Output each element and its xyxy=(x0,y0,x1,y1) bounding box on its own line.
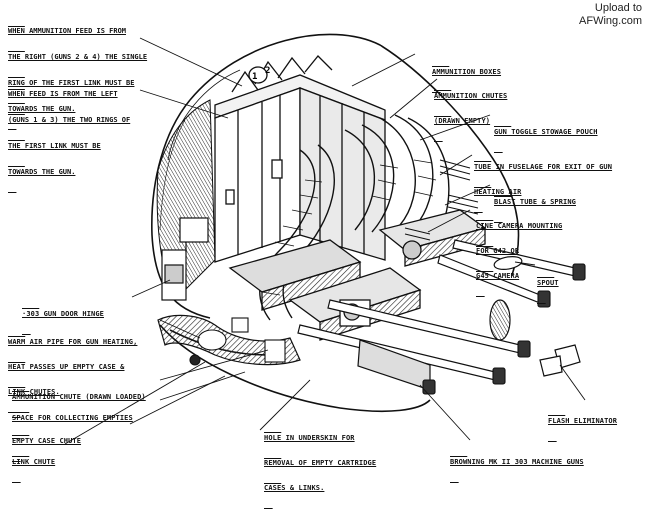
label-warm-air-text: WARM AIR PIPE FOR GUN HEATING, xyxy=(8,337,138,346)
label-ammunition-boxes: AMMUNITION BOXES xyxy=(432,51,501,93)
note-right-feed-line: THE RIGHT (GUNS 2 & 4) THE SINGLE xyxy=(8,52,148,61)
note-left-feed-line: THE FIRST LINK MUST BE xyxy=(8,141,101,150)
watermark: Upload to AFWing.com xyxy=(579,2,642,28)
label-gun-door-hinge: ·303 GUN DOOR HINGE xyxy=(22,293,104,335)
label-spout-text: SPOUT xyxy=(537,278,559,287)
label-link-chute: LINK CHUTE xyxy=(12,441,55,483)
label-hole-underskin-text: REMOVAL OF EMPTY CARTRIDGE xyxy=(264,459,377,468)
gun-bay-illustration: 1 2 xyxy=(64,33,586,445)
note-right-feed: WHEN AMMUNITION FEED IS FROM THE RIGHT (… xyxy=(8,10,147,130)
blast-tubes xyxy=(404,159,479,241)
label-browning-text: BROWNING MK II 303 MACHINE GUNS xyxy=(450,457,584,466)
label-gun-toggle-text: GUN TOGGLE STOWAGE POUCH xyxy=(494,127,598,136)
label-empty-case-chute: EMPTY CASE CHUTE xyxy=(12,420,81,462)
flash-eliminators xyxy=(422,263,586,395)
label-blast-tube-text: BLAST TUBE & SPRING xyxy=(494,197,576,206)
spout-and-muzzle xyxy=(489,256,581,377)
label-tube-fuselage-text: HEATING AIR xyxy=(474,188,522,197)
note-right-feed-line: RING OF THE FIRST LINK MUST BE xyxy=(8,78,135,87)
label-space-empties-text: SPACE FOR COLLECTING EMPTIES xyxy=(12,413,133,422)
label-gun-toggle-stowage-pouch: GUN TOGGLE STOWAGE POUCH xyxy=(494,111,598,153)
box-number-1: 1 xyxy=(252,72,257,82)
label-hole-in-underskin: HOLE IN UNDERSKIN FOR REMOVAL OF EMPTY C… xyxy=(264,417,376,509)
leader-lines xyxy=(64,37,586,445)
label-flash-eliminator: FLASH ELIMINATOR xyxy=(548,400,617,442)
note-left-feed-line: TOWARDS THE GUN. xyxy=(8,167,76,176)
box-number-2: 2 xyxy=(265,66,270,76)
note-right-feed-line: WHEN AMMUNITION FEED IS FROM xyxy=(8,27,127,36)
label-cine-camera: CINE CAMERA MOUNTING FOR G42 OR G45 CAME… xyxy=(476,205,562,297)
label-ammunition-chute-loaded: AMMUNITION CHUTE (DRAWN LOADED) xyxy=(12,376,146,418)
note-left-feed: WHEN FEED IS FROM THE LEFT (GUNS 1 & 3) … xyxy=(8,73,130,193)
ammunition-boxes xyxy=(214,55,386,263)
label-hole-underskin-text: HOLE IN UNDERSKIN FOR xyxy=(264,433,355,442)
label-cine-camera-text: FOR G42 OR xyxy=(476,247,520,256)
gun-door-hinge xyxy=(161,217,209,301)
label-warm-air-pipe: WARM AIR PIPE FOR GUN HEATING, HEAT PASS… xyxy=(8,321,137,413)
label-hole-underskin-text: CASES & LINKS. xyxy=(264,484,325,493)
label-browning-guns: BROWNING MK II 303 MACHINE GUNS xyxy=(450,441,584,483)
gun-barrels xyxy=(297,239,576,391)
label-chute-loaded-text: AMMUNITION CHUTE (DRAWN LOADED) xyxy=(12,392,146,401)
label-flash-eliminator-text: FLASH ELIMINATOR xyxy=(548,416,618,425)
label-link-chute-text: LINK CHUTE xyxy=(12,457,56,466)
label-ammunition-chutes-text: AMMUNITION CHUTES xyxy=(434,91,508,100)
note-left-feed-line: (GUNS 1 & 3) THE TWO RINGS OF xyxy=(8,115,131,124)
note-right-feed-line: TOWARDS THE GUN. xyxy=(8,104,76,113)
label-spout: SPOUT xyxy=(537,262,559,304)
label-space-for-empties: SPACE FOR COLLECTING EMPTIES xyxy=(12,397,133,439)
label-empty-case-chute-text: EMPTY CASE CHUTE xyxy=(12,436,82,445)
label-warm-air-text: HEAT PASSES UP EMPTY CASE & xyxy=(8,363,125,372)
label-tube-fuselage-text: TUBE IN FUSELAGE FOR EXIT OF GUN xyxy=(474,162,613,171)
diagram-canvas: 1 2 xyxy=(8,2,642,492)
label-cine-camera-text: CINE CAMERA MOUNTING xyxy=(476,221,563,230)
label-cine-camera-text: G45 CAMERA xyxy=(476,272,520,281)
label-gun-door-hinge-text: ·303 GUN DOOR HINGE xyxy=(22,309,104,318)
label-ammunition-chutes: AMMUNITION CHUTES (DRAWN EMPTY) xyxy=(434,75,507,142)
label-ammunition-chutes-text: (DRAWN EMPTY) xyxy=(434,117,491,126)
label-warm-air-text: LINK CHUTES. xyxy=(8,388,60,397)
label-blast-tube: BLAST TUBE & SPRING xyxy=(494,181,576,223)
label-tube-in-fuselage: TUBE IN FUSELAGE FOR EXIT OF GUN HEATING… xyxy=(474,146,612,213)
watermark-line-1: Upload to xyxy=(594,2,642,14)
note-left-feed-line: WHEN FEED IS FROM THE LEFT xyxy=(8,90,118,99)
label-ammunition-boxes-text: AMMUNITION BOXES xyxy=(432,67,502,76)
watermark-line-2: AFWing.com xyxy=(579,15,642,27)
